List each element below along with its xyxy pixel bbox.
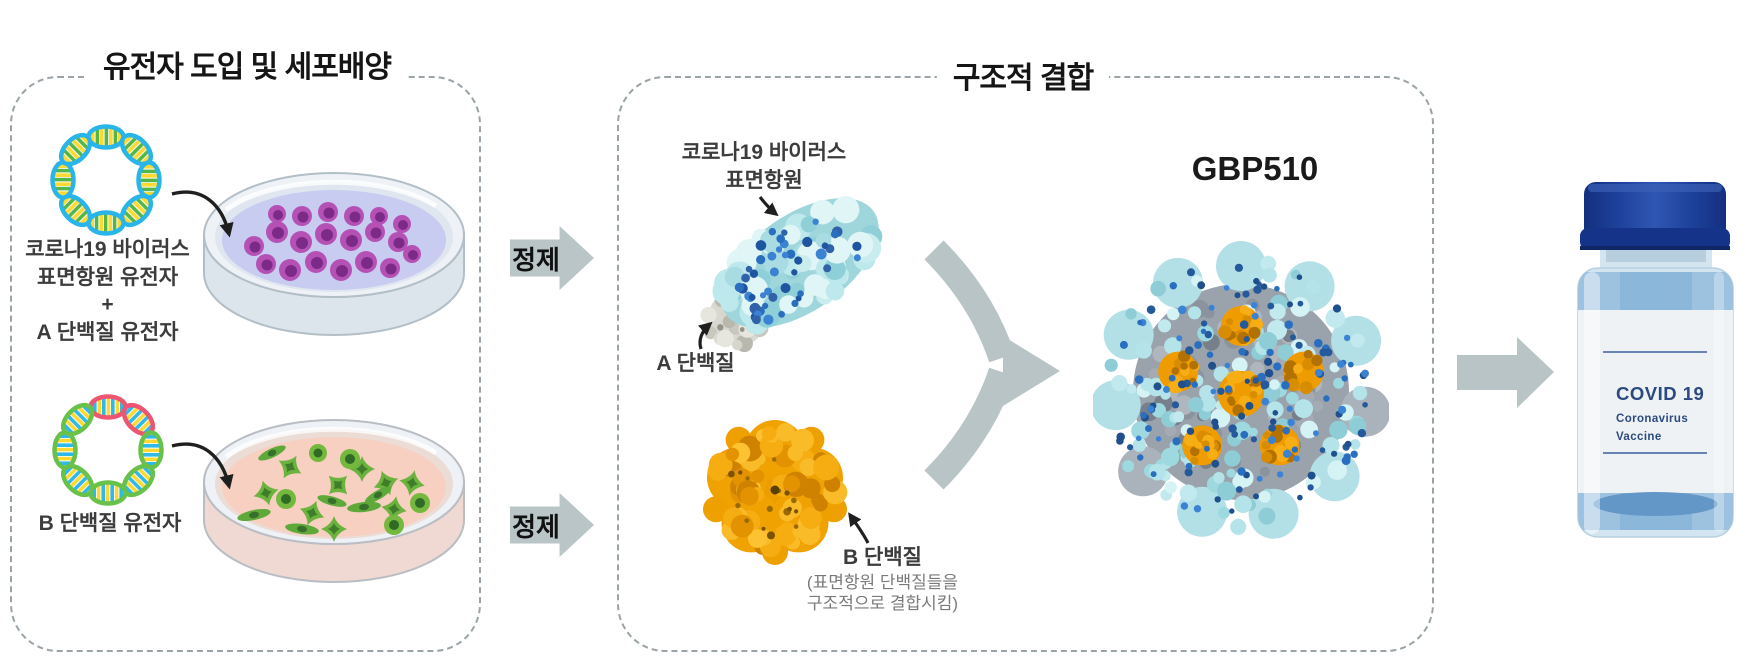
caption-line: B 단백질 유전자 [38,512,182,535]
plasmid-b-caption: B 단백질 유전자 [0,510,220,538]
a-protein-caption: A 단백질 [628,350,763,378]
purify-arrow-bottom: 정제 [510,493,594,557]
vial-label [1578,310,1733,493]
spike-antigen-graphic [700,196,883,353]
b-protein-note-line: 구조적으로 결합시킴) [806,594,959,614]
vaccine-vial-graphic: COVID 19 Coronavirus Vaccine [1577,182,1734,538]
plasmid-b-icon [52,394,164,506]
caption-line: B 단백질 [843,546,922,569]
caption-line: 코로나19 바이러스 [25,238,190,261]
b-protein-note-line: (표면항원 단백질들을 [806,572,959,592]
petri-dish-a [203,172,465,336]
vial-label-subtitle1: Coronavirus [1616,413,1688,425]
vial-cap [1580,182,1730,250]
plasmid-a-caption: 코로나19 바이러스 표면항원 유전자 + A 단백질 유전자 [0,236,215,347]
caption-line: A 단백질 [656,352,735,375]
cultured-cells-a [244,202,421,281]
caption-line: 표면항원 [725,168,803,192]
orange-core [1182,425,1223,466]
purify-arrow-bottom-label: 정제 [512,511,560,542]
vial-body: COVID 19 Coronavirus Vaccine [1577,267,1734,538]
caption-line: 코로나19 바이러스 [681,141,847,164]
orange-core [1283,349,1324,395]
panel-title-structural-assembly: 구조적 결합 [936,62,1110,96]
caption-line: A 단백질 유전자 [36,321,179,345]
vial-label-title: COVID 19 [1616,383,1704,404]
petri-dish-b [203,419,465,583]
to-vial-arrow-icon [1457,337,1554,408]
caption-line: + [101,293,114,317]
plasmid-a-icon [50,124,162,236]
nanoparticle-title: GBP510 [1191,150,1319,187]
purify-arrow-top: 정제 [510,226,594,290]
vial-label-subtitle2: Vaccine [1616,431,1662,443]
caption-line: 표면항원 유전자 [36,265,179,289]
antigen-blob-graphic [712,196,883,335]
purify-arrow-top-label: 정제 [512,244,560,275]
cultured-cells-b [237,444,430,542]
gbp510-nanoparticle-graphic [1093,241,1389,539]
antigen-caption: 코로나19 바이러스 표면항원 [655,139,873,194]
b-protein-graphic [703,420,848,565]
panel-title-gene-culture: 유전자 도입 및 세포배양 [86,51,408,85]
b-protein-caption: B 단백질 (표면항원 단백질들을 구조적으로 결합시킴) [790,544,975,615]
